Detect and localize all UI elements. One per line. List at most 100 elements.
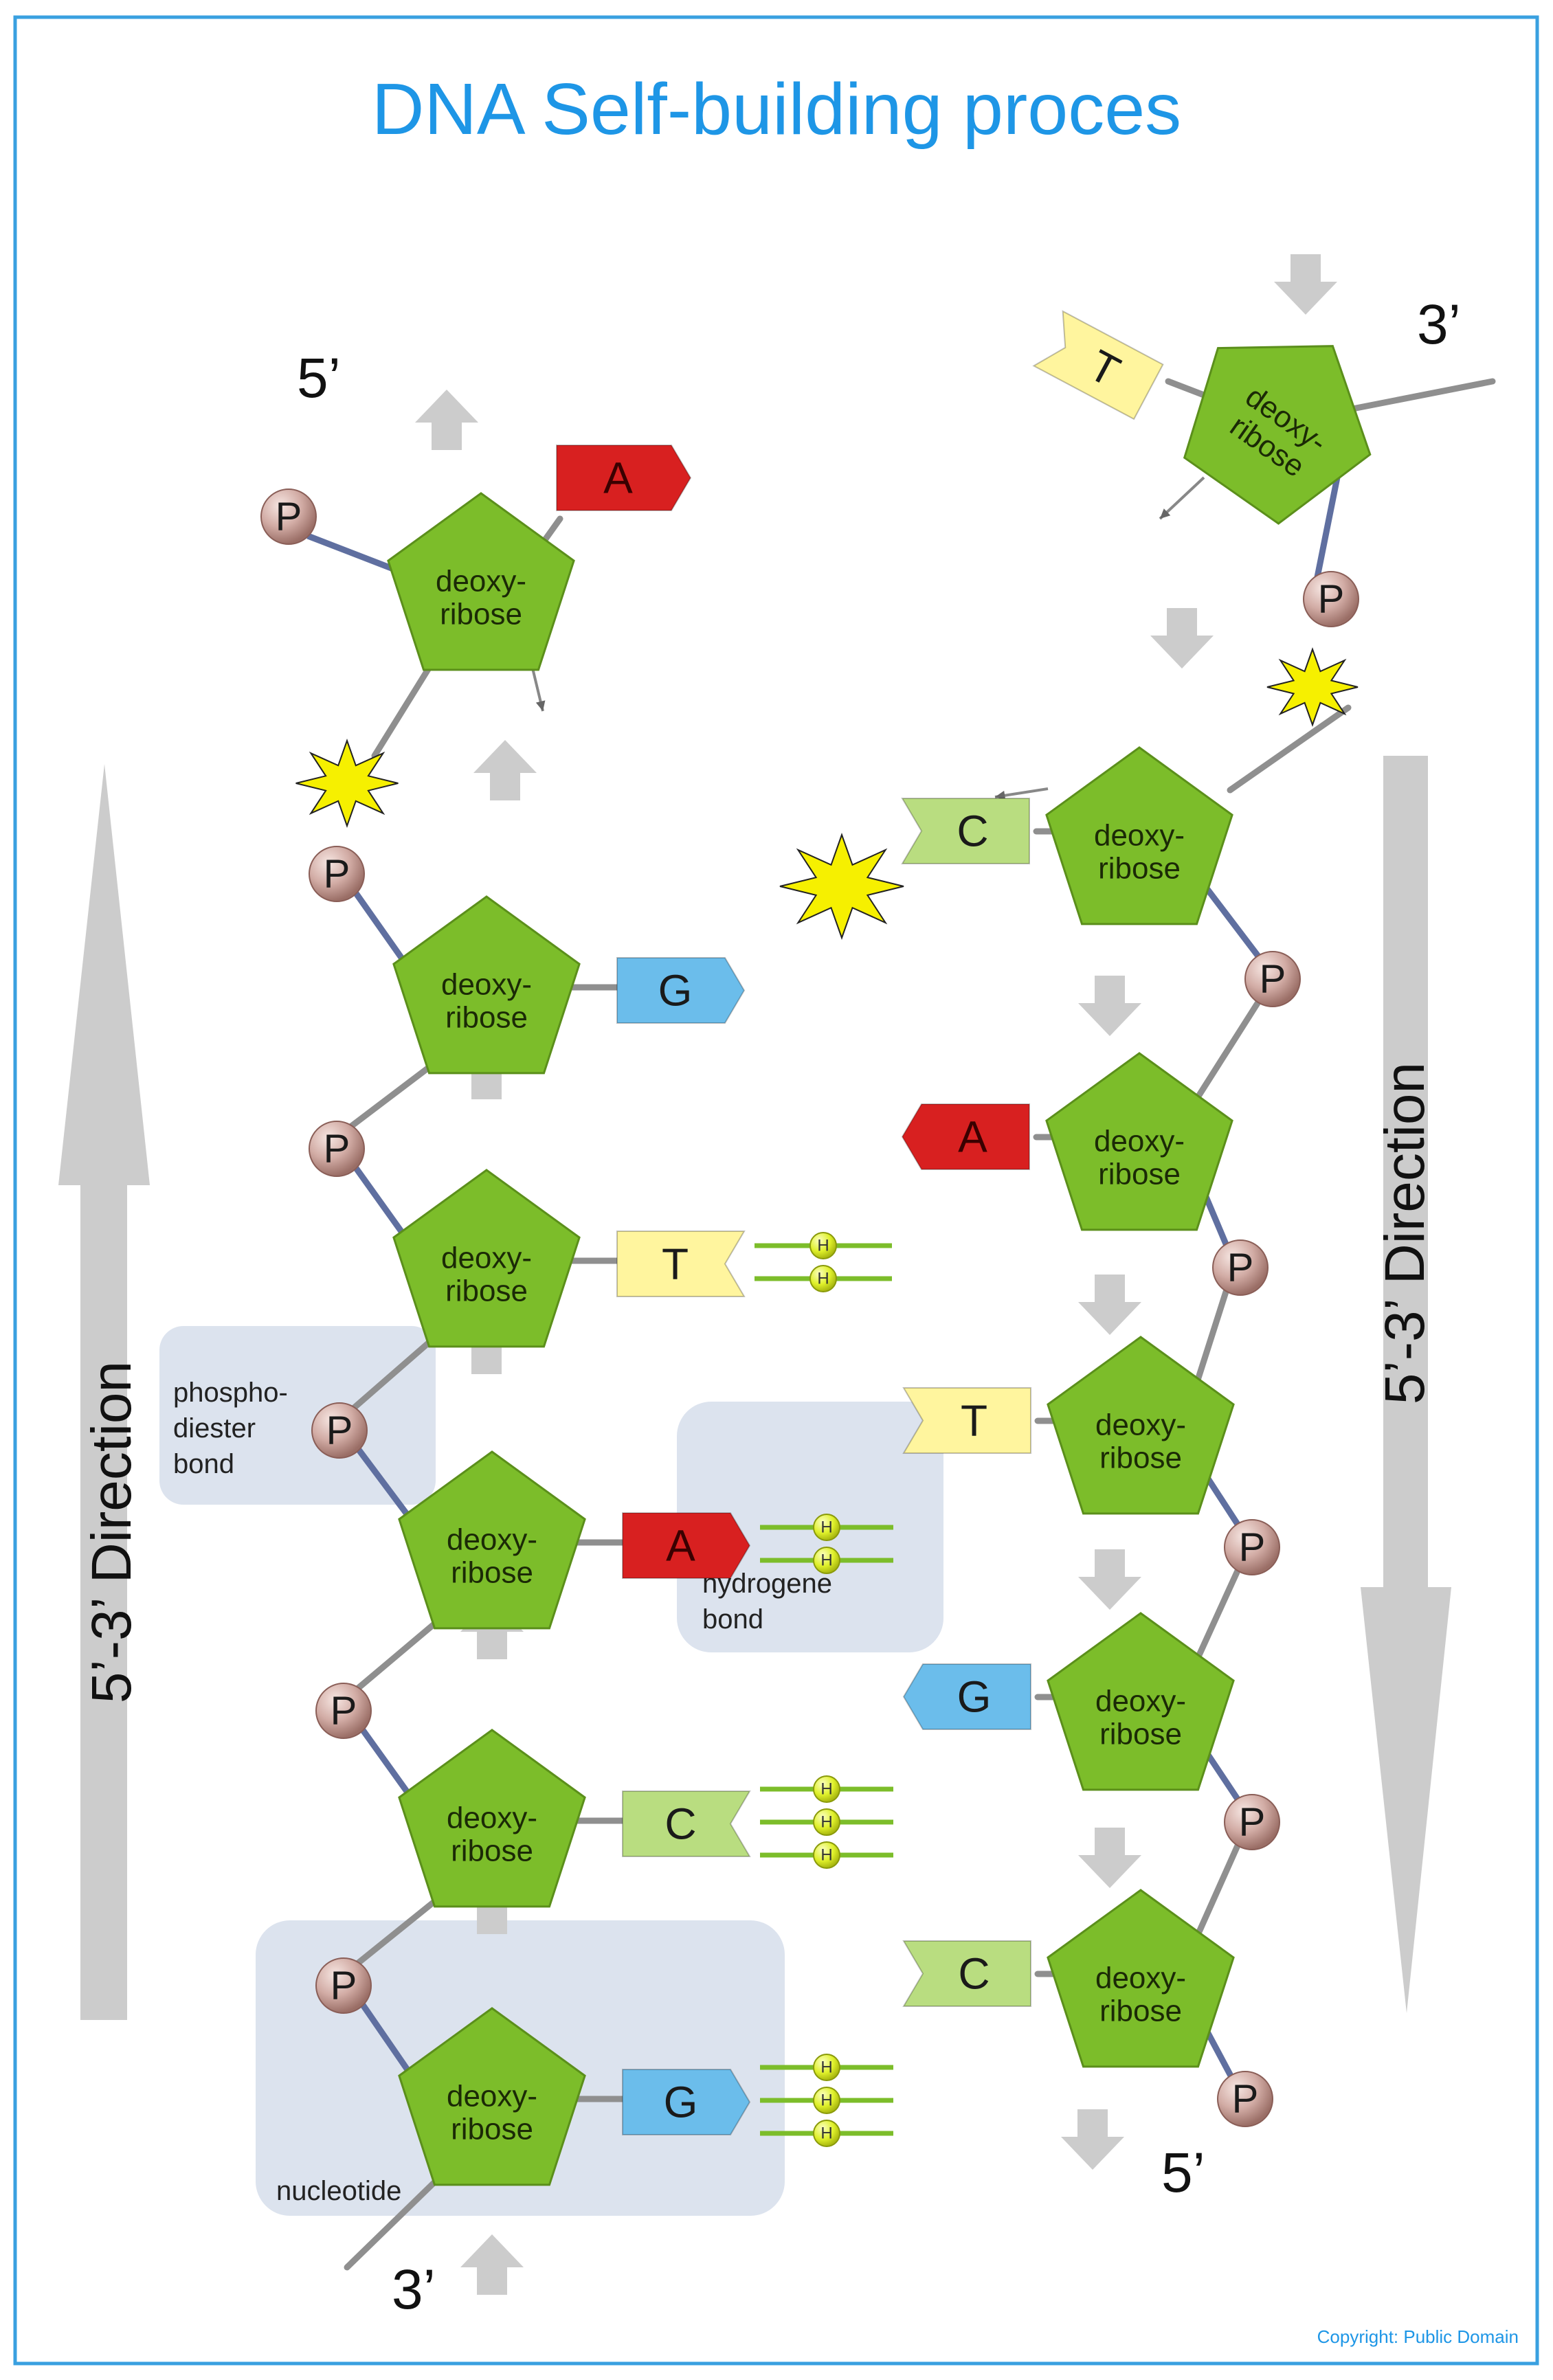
- downward-flow-arrow: [1150, 608, 1214, 669]
- deoxyribose-sugar: [1047, 1889, 1235, 2068]
- bond-break-spark: [779, 833, 904, 940]
- bond-break-spark: [1266, 647, 1359, 727]
- backbone-bar: [1227, 704, 1352, 794]
- hydrogen-atom-label: H: [820, 2058, 832, 2077]
- reaction-arrow: [994, 787, 1049, 800]
- deoxyribose-sugar: [398, 2007, 586, 2186]
- right-nucleotide: T: [902, 1387, 1079, 1454]
- small-arrow-head: [535, 700, 546, 711]
- hydrogen-atom-label: H: [820, 1780, 832, 1799]
- left-nucleotide: G: [557, 2069, 751, 2135]
- downward-flow-arrow: [1078, 1549, 1141, 1610]
- backbone-bar-end: [344, 2164, 453, 2271]
- sugar-label-line-1: deoxy-: [441, 1242, 532, 1275]
- base-letter: G: [664, 2078, 698, 2127]
- hydrogen-atom: [813, 1808, 840, 1836]
- base-G: [622, 2069, 751, 2135]
- left-direction-arrow: 5’-3’ Direction: [58, 764, 150, 2020]
- hydrogen-atom-label: H: [820, 1551, 832, 1570]
- sugar-label: deoxy-ribose: [441, 1242, 532, 1308]
- hydrogen-atom-label: H: [820, 2124, 832, 2143]
- base-A: [901, 1103, 1030, 1170]
- deoxyribose-sugar: [398, 1729, 586, 1908]
- base-letter: A: [603, 453, 633, 503]
- deoxyribose-sugar: [1047, 1612, 1235, 1791]
- upward-flow-arrow: [473, 740, 537, 800]
- left-strand-top-end-label: 5’: [297, 347, 341, 409]
- phosphate-group: [260, 489, 317, 545]
- sugar-label-line-2: ribose: [440, 598, 522, 631]
- phosphate-label: P: [324, 1127, 350, 1171]
- right-base-T-rotated: T: [1032, 310, 1164, 420]
- phosphoester-link: [1200, 881, 1262, 959]
- right-nucleotide: T: [1032, 310, 1216, 420]
- right-strand-bottom-end-label: 5’: [1161, 2142, 1205, 2204]
- base-letter: A: [666, 1521, 695, 1571]
- left-sugar-group: deoxy-ribose P: [315, 1957, 586, 2186]
- small-arrow-head: [1160, 508, 1171, 519]
- left-direction-arrow-shape: [58, 764, 150, 2020]
- reaction-arrow: [1159, 476, 1205, 520]
- phosphate-group: [1303, 571, 1359, 627]
- downward-flow-arrow: [1274, 254, 1337, 315]
- base-A: [556, 445, 692, 511]
- hydrogen-bond-group: HH: [760, 1514, 893, 1574]
- deoxyribose-sugar: [398, 1450, 586, 1630]
- left-nucleotide: G: [552, 957, 746, 1024]
- right-nucleotide: C: [901, 798, 1077, 864]
- base-letter: T: [662, 1239, 689, 1289]
- nucleotide-label: nucleotide: [276, 2176, 401, 2206]
- sugar-label: deoxy-ribose: [1094, 1125, 1185, 1191]
- sugar-label-line-2: ribose: [1099, 1441, 1182, 1475]
- left-strand-bottom-end-label: 3’: [392, 2258, 436, 2321]
- left-sugar-group: deoxy-ribose P: [309, 1121, 581, 1348]
- hydrogen-atom: [813, 1514, 840, 1541]
- phosphate-group: [315, 1957, 372, 2014]
- hydrogen-atom: [813, 1841, 840, 1869]
- left-nucleotide: T: [552, 1231, 746, 1297]
- phosphodiester-callout: phospho- diester bond: [159, 1326, 436, 1505]
- phosphodiester-label-line-1: phospho-: [173, 1378, 288, 1408]
- phosphate-label: P: [326, 1408, 353, 1453]
- right-nucleotide: G: [902, 1663, 1079, 1730]
- right-strand-top-end-label: 3’: [1417, 293, 1461, 356]
- bond-break-spark: [295, 739, 399, 828]
- base-letter: G: [658, 966, 693, 1015]
- sugar-label: deoxy-ribose: [447, 2080, 537, 2146]
- base-C: [622, 1790, 751, 1857]
- hydrogen-atom-label: H: [820, 1846, 832, 1865]
- phosphoester-link: [1314, 463, 1343, 578]
- hydrogen-atom-label: H: [820, 2091, 832, 2110]
- sugar-label-line-2: ribose: [1098, 1158, 1181, 1191]
- phosphate-label: P: [331, 1964, 357, 2008]
- hydrogen-atom-label: H: [820, 1813, 832, 1832]
- phosphate-group: [1224, 1519, 1280, 1575]
- sugar-label-line-1: deoxy-: [441, 968, 532, 1002]
- small-arrow-shaft: [1159, 476, 1205, 520]
- sugar-label: deoxy-ribose: [436, 565, 526, 631]
- sugar-label-line-2: ribose: [1099, 1718, 1182, 1751]
- sugar-label: deoxy-ribose: [1095, 1685, 1186, 1751]
- hydrogen-atom: [813, 1547, 840, 1574]
- base-T: [616, 1231, 746, 1297]
- base-A: [622, 1512, 751, 1579]
- sugar-label-line-1: deoxy-: [1094, 1125, 1185, 1158]
- upward-flow-arrow: [415, 390, 478, 450]
- backbone-bar: [1192, 1841, 1242, 1943]
- phosphate-label: P: [324, 852, 350, 897]
- sugar-label: deoxy-ribose: [1095, 1962, 1186, 2028]
- base-G: [902, 1663, 1031, 1730]
- base-letter: C: [957, 807, 988, 856]
- sugar-label: deoxy-ribose: [447, 1523, 537, 1590]
- base-letter: C: [958, 1949, 990, 1999]
- sugar-label-line-1: deoxy-: [436, 565, 526, 598]
- base-G: [616, 957, 746, 1024]
- downward-flow-arrow: [1061, 2109, 1124, 2170]
- phosphate-group: [309, 846, 365, 902]
- downward-flow-arrow: [1078, 976, 1141, 1036]
